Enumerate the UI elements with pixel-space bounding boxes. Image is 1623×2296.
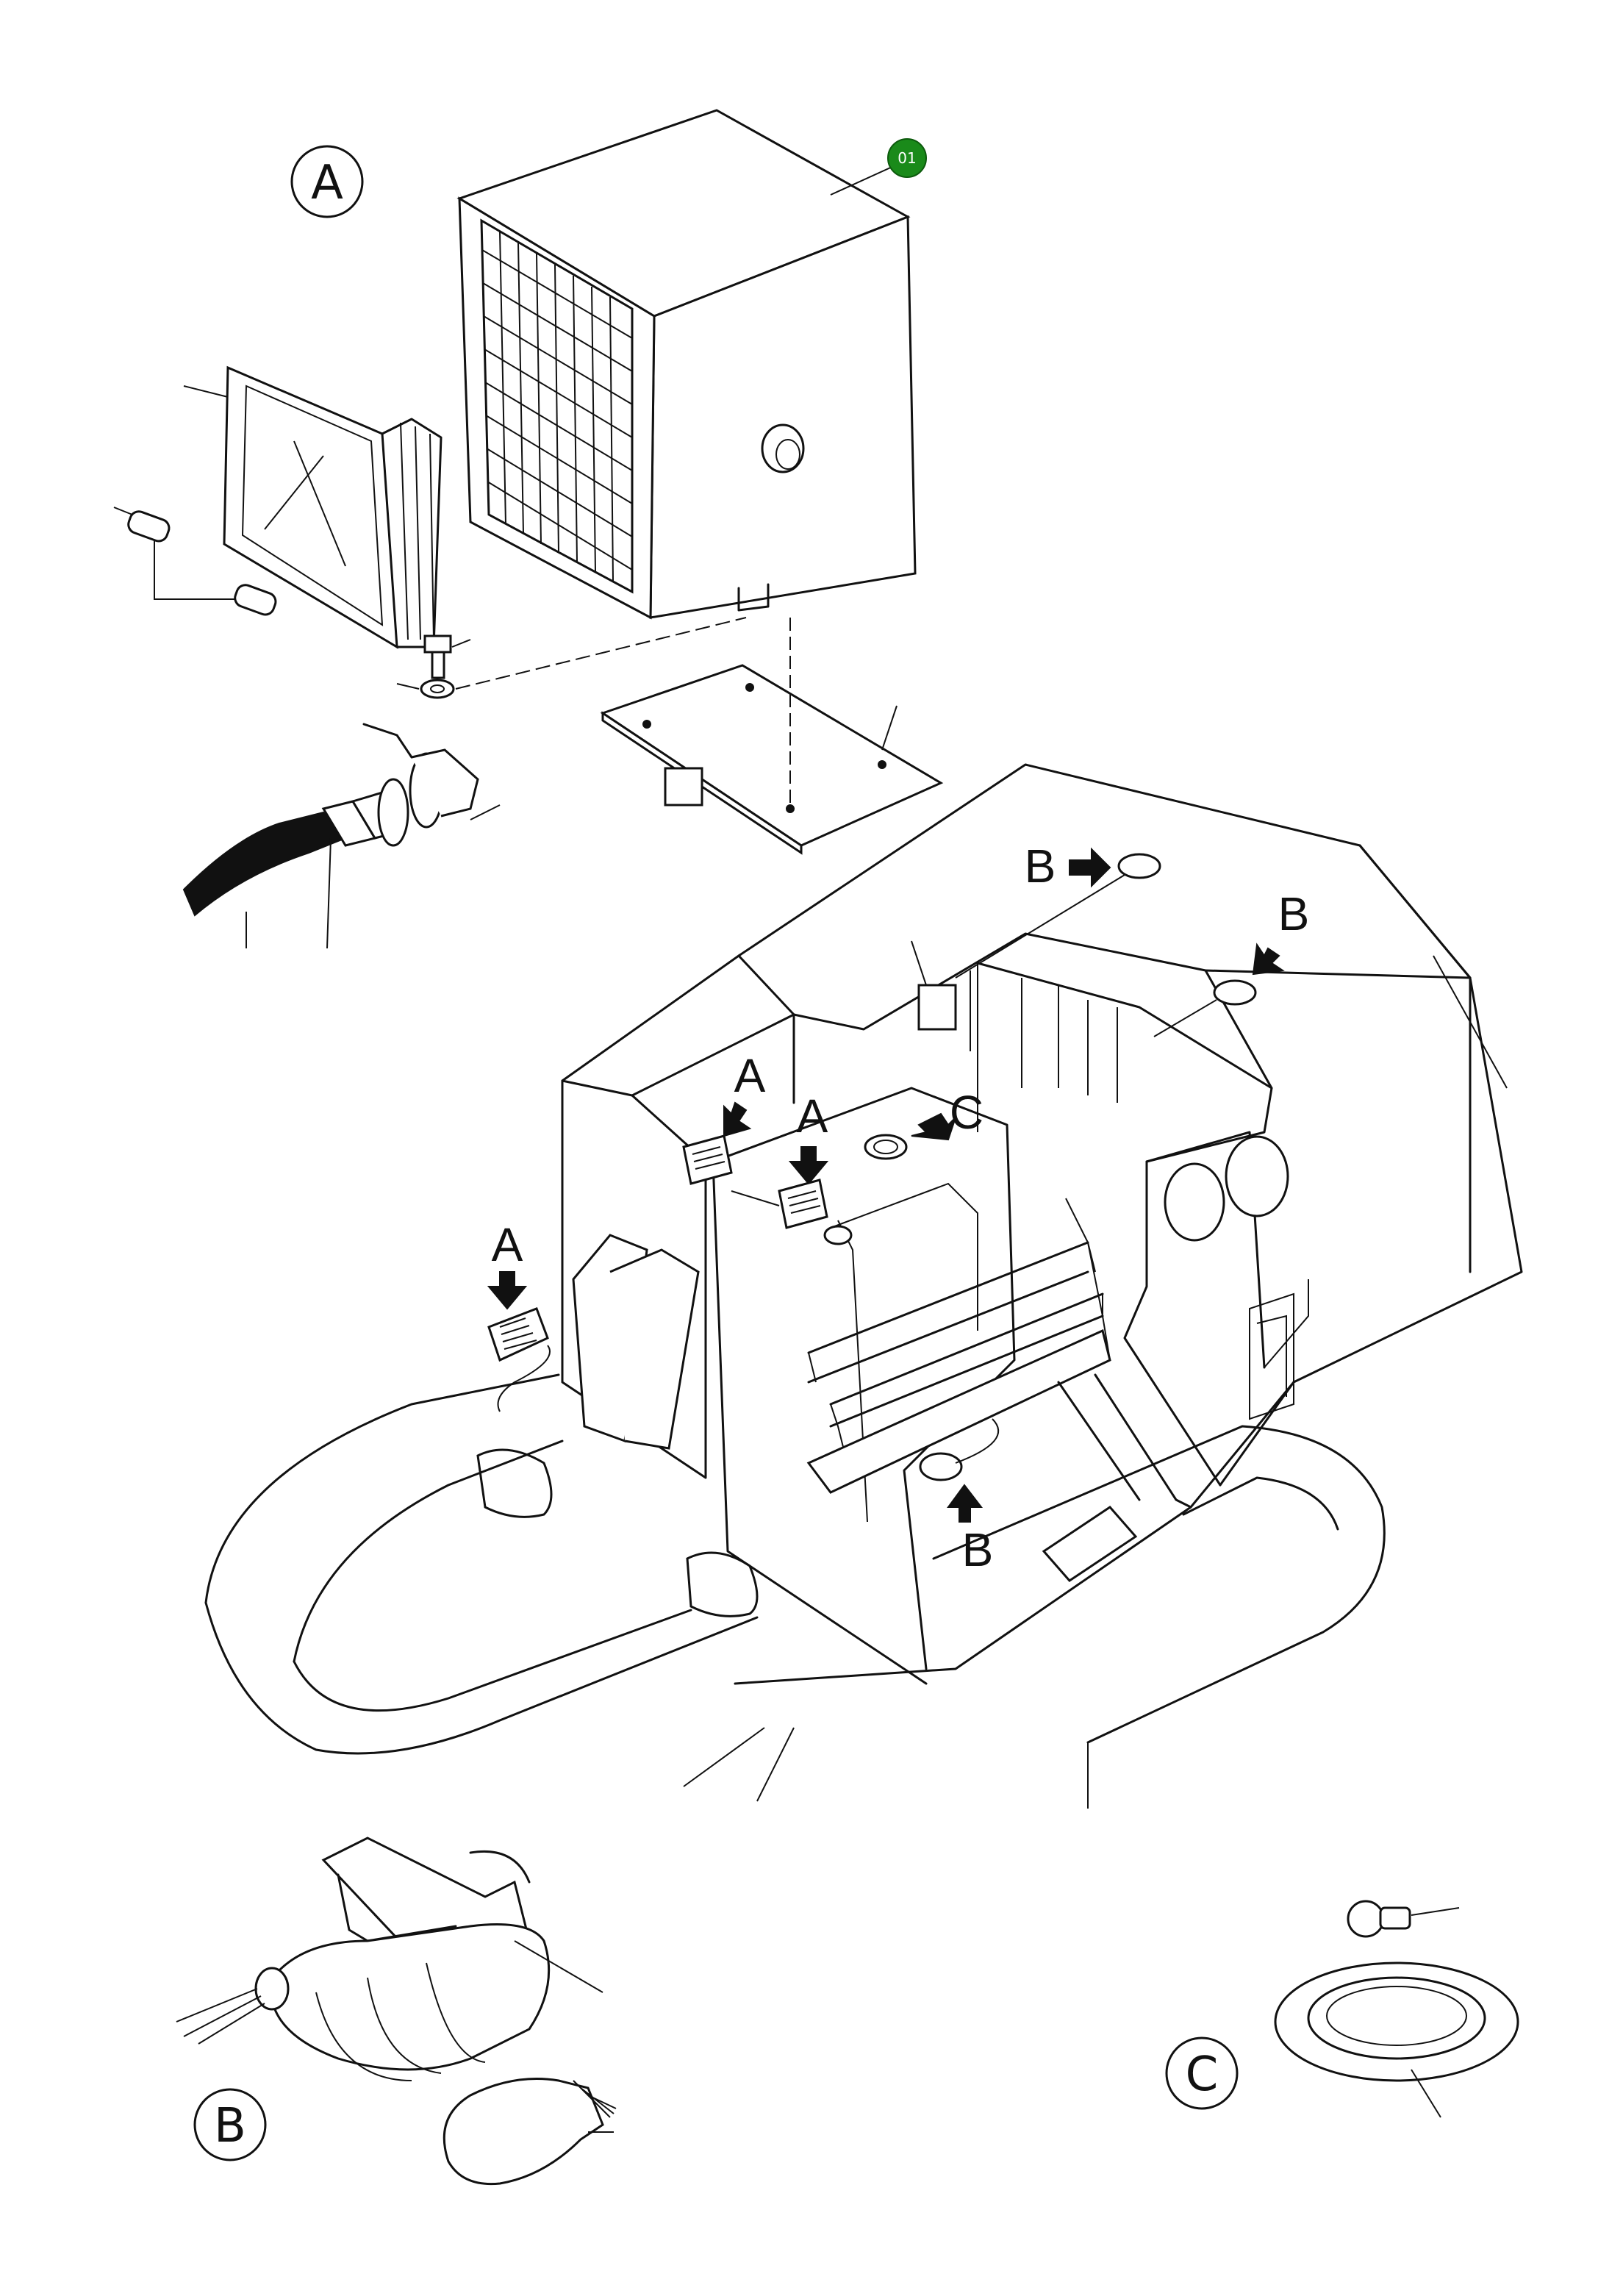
detail-c-circle <box>1165 2036 1239 2110</box>
cab-light-housing[interactable] <box>176 1837 603 2081</box>
detail-a-group: A <box>113 109 944 949</box>
lamp-grille <box>481 231 633 582</box>
mounting-bolt <box>396 617 747 699</box>
arrow-icon <box>947 1484 984 1523</box>
cab-light-bulb[interactable] <box>443 2078 617 2186</box>
callout-a-right-label: A <box>797 1090 828 1142</box>
lamp-lens[interactable] <box>183 365 443 649</box>
lamp-housing[interactable] <box>456 109 917 620</box>
detail-a-circle <box>290 145 364 218</box>
detail-b-label: B <box>214 2099 246 2153</box>
callout-a-right[interactable]: A <box>731 1090 853 1245</box>
hotspot-01-badge[interactable]: 01 <box>830 138 927 196</box>
detail-c-label: C <box>1186 2048 1219 2102</box>
lamp-bulb-connectors <box>113 507 277 616</box>
arrow-icon <box>723 1101 752 1137</box>
callout-a-left[interactable]: A <box>487 1218 551 1412</box>
hotspot-01-label: 01 <box>898 149 916 167</box>
arrow-icon <box>1069 847 1111 888</box>
callout-b-right[interactable]: B <box>1153 887 1310 1037</box>
callout-b-right-label: B <box>1278 887 1310 940</box>
arrow-icon <box>788 1146 829 1185</box>
callout-b-lower[interactable]: B <box>919 1418 1000 1576</box>
headlight-right <box>1225 1135 1289 1217</box>
detail-b-group: B <box>176 1837 617 2186</box>
callout-b-top[interactable]: B <box>911 840 1161 1051</box>
callout-a-middle[interactable]: A <box>682 1049 766 1185</box>
callout-b-top-label: B <box>1025 840 1056 893</box>
headlight-left <box>1164 1162 1225 1242</box>
crawler-tracks <box>204 1373 1386 1809</box>
machine-body <box>204 763 1523 1809</box>
callout-b-lower-label: B <box>962 1523 994 1576</box>
dome-light-bulb[interactable] <box>1347 1900 1460 1938</box>
railing <box>807 1198 1111 1456</box>
detail-c-group: C <box>1165 1900 1519 2118</box>
dome-light-ring[interactable] <box>1274 1961 1519 2118</box>
callout-a-left-label: A <box>492 1218 523 1271</box>
arrow-icon <box>911 1112 956 1141</box>
cable-plug <box>182 723 501 949</box>
callout-a-middle-label: A <box>734 1049 766 1102</box>
detail-a-label: A <box>311 156 343 210</box>
callout-c-label: C <box>950 1086 984 1139</box>
arrow-icon <box>487 1271 528 1310</box>
callout-c[interactable]: C <box>864 1086 984 1160</box>
detail-b-circle <box>193 2088 267 2161</box>
arrow-icon <box>1252 943 1285 976</box>
lamp-knob <box>761 423 805 473</box>
callouts: A A A C B <box>487 840 1310 1576</box>
mounting-plate[interactable] <box>600 618 944 855</box>
